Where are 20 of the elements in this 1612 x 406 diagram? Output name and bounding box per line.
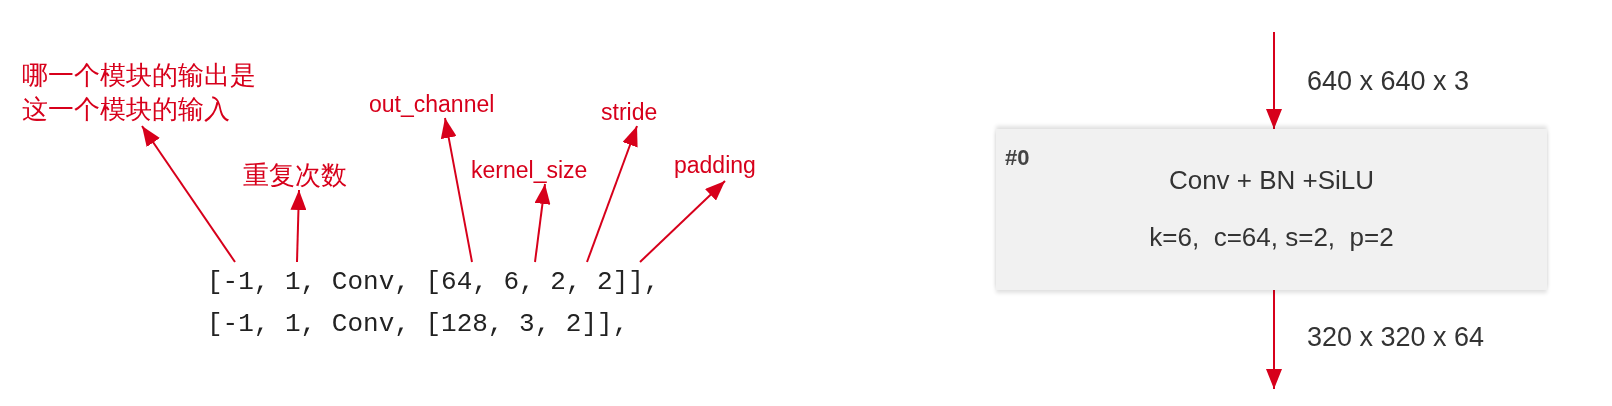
- leader-line: [141, 125, 236, 263]
- annotation-label: kernel_size: [471, 156, 588, 184]
- code-line: [-1, 1, Conv, [128, 3, 2]],: [207, 308, 629, 341]
- layer-parameters: k=6, c=64, s=2, p=2: [1148, 221, 1395, 254]
- annotation-label: stride: [601, 98, 658, 126]
- leader-line: [639, 180, 726, 263]
- leader-line: [440, 117, 473, 263]
- layer-name: Conv + BN +SiLU: [1167, 164, 1376, 197]
- annotation-label: padding: [674, 151, 756, 179]
- arrow: [1266, 31, 1282, 130]
- annotation-label: 哪一个模块的输出是这一个模块的输入: [22, 58, 268, 126]
- leader-line: [586, 125, 638, 263]
- annotation-label: out_channel: [369, 90, 495, 118]
- process-box: [996, 129, 1547, 290]
- arrow: [1266, 289, 1282, 390]
- code-line: [-1, 1, Conv, [64, 6, 2, 2]],: [207, 262, 660, 302]
- step-number: #0: [1005, 147, 1030, 169]
- annotation-label: 重复次数: [243, 158, 351, 192]
- leader-line: [290, 189, 307, 263]
- leader-line: [534, 183, 551, 263]
